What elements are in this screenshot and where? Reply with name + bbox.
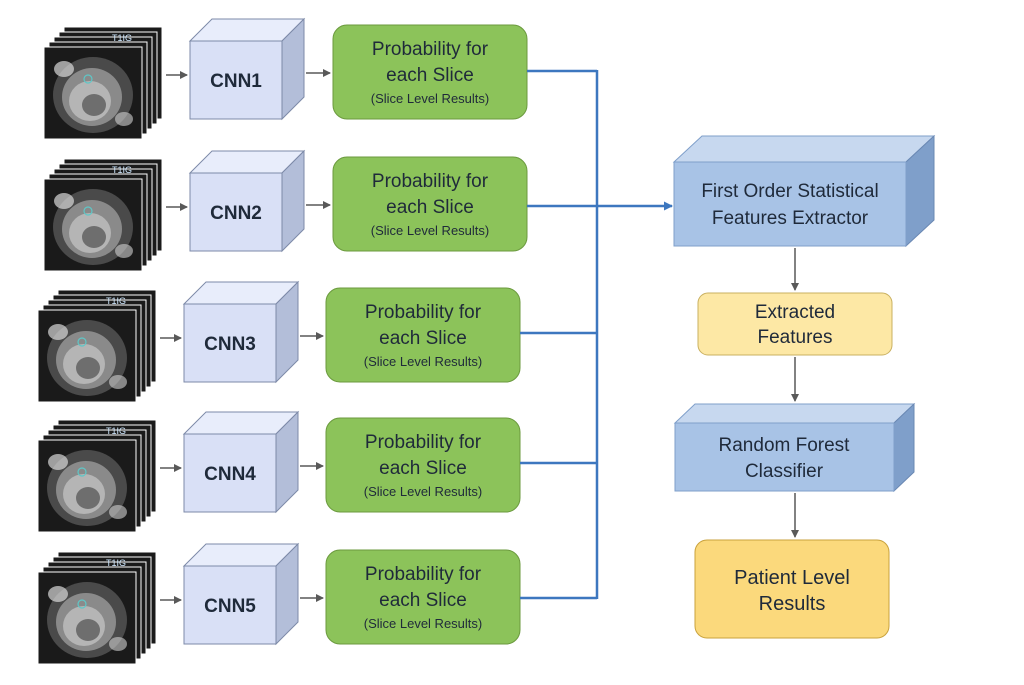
- mri-slice-stack: T1IG: [37, 419, 157, 533]
- slice-probability-block: Probability for each Slice (Slice Level Re…: [332, 156, 528, 252]
- extracted-features-box: [697, 292, 893, 356]
- features-extractor-block: First Order Statistical Features Extract…: [672, 134, 936, 248]
- mri-slice-stack: T1IG: [43, 26, 163, 140]
- patient-level-results-line1: Patient Level: [734, 567, 850, 589]
- cnn-block: CNN5: [182, 542, 300, 646]
- cnn-row-3: T1IG CNN3 Probability for each Slice (Slice …: [37, 280, 521, 403]
- cnn-block: CNN2: [188, 149, 306, 253]
- mri-slice: [37, 571, 137, 665]
- cnn-block: CNN1: [188, 17, 306, 121]
- mri-slice: [37, 309, 137, 403]
- cnn-front-face: [189, 40, 283, 120]
- random-forest-classifier-block: Random Forest Classifier: [673, 402, 916, 493]
- extracted-features-line1: Extracted: [755, 302, 835, 323]
- classifier-label-line2: Classifier: [745, 461, 824, 482]
- mri-slice: [37, 439, 137, 533]
- mri-slice-stack: T1IG: [43, 158, 163, 272]
- cnn-label: CNN3: [204, 334, 256, 355]
- mri-slice-stack: T1IG: [37, 551, 157, 665]
- classifier-label-line1: Random Forest: [719, 435, 851, 456]
- cnn-block: CNN3: [182, 280, 300, 384]
- slice-probability-box: [332, 156, 528, 252]
- probability-line2: each Slice: [386, 197, 474, 218]
- probability-line1: Probability for: [365, 432, 482, 453]
- slice-probability-box: [325, 417, 521, 513]
- probability-line2: each Slice: [379, 590, 467, 611]
- cnn-front-face: [189, 172, 283, 252]
- slice-tag: T1IG: [112, 33, 132, 43]
- probability-line2: each Slice: [386, 65, 474, 86]
- probability-line1: Probability for: [372, 39, 489, 60]
- slice-probability-block: Probability for each Slice (Slice Level Re…: [325, 549, 521, 645]
- probability-line3: (Slice Level Results): [371, 223, 490, 238]
- extracted-features-block: Extracted Features: [697, 292, 893, 356]
- slice-probability-block: Probability for each Slice (Slice Level Re…: [332, 24, 528, 120]
- cnn-label: CNN2: [210, 203, 262, 224]
- extracted-features-line2: Features: [758, 327, 833, 348]
- extractor-label-line1: First Order Statistical: [701, 181, 878, 202]
- slice-tag: T1IG: [106, 426, 126, 436]
- cnn-row-2: T1IG CNN2 Probability for each Slice (Slice …: [43, 149, 528, 272]
- cnn-label: CNN4: [204, 464, 256, 485]
- cnn-label: CNN1: [210, 71, 262, 92]
- slice-tag: T1IG: [106, 296, 126, 306]
- slice-probability-block: Probability for each Slice (Slice Level Re…: [325, 287, 521, 383]
- probability-line3: (Slice Level Results): [371, 91, 490, 106]
- probability-line3: (Slice Level Results): [364, 616, 483, 631]
- classifier-front-face: [674, 422, 895, 492]
- slice-probability-box: [325, 287, 521, 383]
- probability-line1: Probability for: [372, 171, 489, 192]
- probability-line1: Probability for: [365, 564, 482, 585]
- cnn-label: CNN5: [204, 596, 256, 617]
- classifier-top-face: [673, 403, 916, 424]
- mri-slice-stack: T1IG: [37, 289, 157, 403]
- patient-level-results-line2: Results: [759, 593, 826, 615]
- cnn-row-1: T1IG CNN1 Probability for each Slice (Slice …: [43, 17, 528, 140]
- probability-line3: (Slice Level Results): [364, 354, 483, 369]
- patient-level-results-block: Patient Level Results: [694, 539, 890, 639]
- slice-tag: T1IG: [112, 165, 132, 175]
- probability-line2: each Slice: [379, 458, 467, 479]
- cnn-row-5: T1IG CNN5 Probability for each Slice (Slice …: [37, 542, 521, 665]
- mri-slice: [43, 46, 143, 140]
- cnn-front-face: [183, 303, 277, 383]
- mri-slice: [43, 178, 143, 272]
- cnn-front-face: [183, 433, 277, 513]
- cnn-block: CNN4: [182, 410, 300, 514]
- extractor-top-face: [672, 135, 936, 163]
- probability-line1: Probability for: [365, 302, 482, 323]
- extractor-front-face: [673, 161, 907, 247]
- probability-line3: (Slice Level Results): [364, 484, 483, 499]
- cnn-front-face: [183, 565, 277, 645]
- patient-level-results-box: [694, 539, 890, 639]
- extractor-label-line2: Features Extractor: [712, 208, 869, 229]
- cnn-row-4: T1IG CNN4 Probability for each Slice (Slice …: [37, 410, 521, 533]
- aggregation-connectors: [520, 69, 673, 600]
- slice-probability-block: Probability for each Slice (Slice Level Re…: [325, 417, 521, 513]
- probability-line2: each Slice: [379, 328, 467, 349]
- slice-tag: T1IG: [106, 558, 126, 568]
